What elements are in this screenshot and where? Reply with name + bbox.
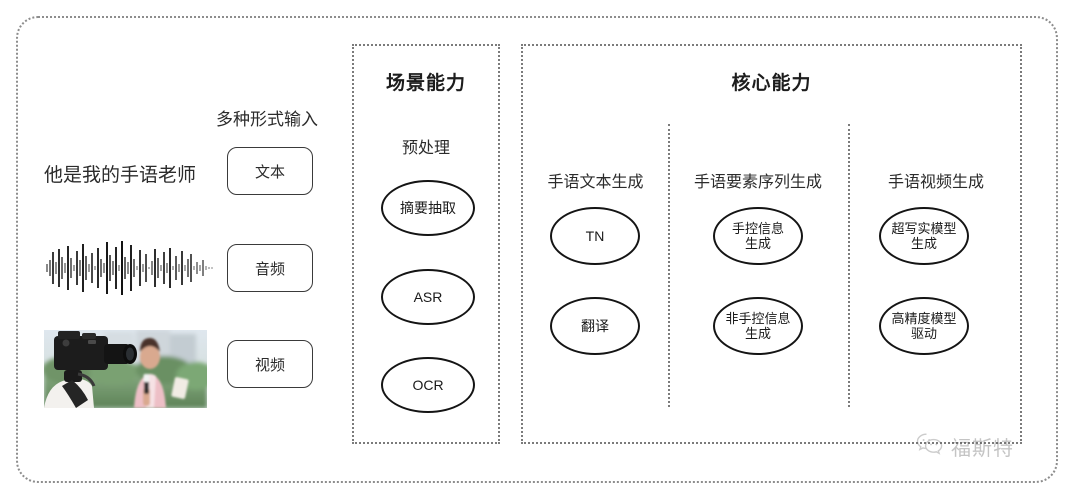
watermark: 福斯特 bbox=[915, 432, 1014, 461]
audio-waveform-icon bbox=[42, 238, 214, 298]
input-type-audio-button[interactable]: 音频 bbox=[227, 244, 313, 292]
scene-node-summary-extraction-label: 摘要抽取 bbox=[400, 199, 456, 216]
scene-node-ocr[interactable]: OCR bbox=[381, 357, 475, 413]
video-thumbnail bbox=[44, 330, 207, 408]
core-node-tn[interactable]: TN bbox=[550, 207, 640, 265]
scene-node-summary-extraction[interactable]: 摘要抽取 bbox=[381, 180, 475, 236]
core-node-high-precision-model-driving[interactable]: 高精度模型 驱动 bbox=[879, 297, 969, 355]
core-node-manual-info-generation-label: 手控信息 生成 bbox=[731, 220, 784, 251]
core-node-high-precision-model-driving-label: 高精度模型 驱动 bbox=[891, 310, 957, 341]
watermark-text: 福斯特 bbox=[951, 438, 1014, 460]
input-type-audio-label: 音频 bbox=[254, 260, 285, 278]
scene-capability-panel: 场景能力 预处理 摘要抽取 ASR OCR bbox=[352, 44, 500, 444]
core-column-3-heading: 手语视频生成 bbox=[887, 174, 984, 191]
scene-capability-title: 场景能力 bbox=[385, 73, 466, 94]
core-node-tn-label: TN bbox=[585, 227, 605, 244]
core-column-2-heading: 手语要素序列生成 bbox=[693, 174, 822, 191]
scene-node-asr-label: ASR bbox=[413, 288, 443, 305]
input-type-video-label: 视频 bbox=[254, 356, 285, 374]
scene-preprocess-heading: 预处理 bbox=[401, 140, 450, 157]
scene-node-asr[interactable]: ASR bbox=[381, 269, 475, 325]
core-column-1-heading: 手语文本生成 bbox=[547, 174, 644, 191]
core-node-translation-label: 翻译 bbox=[581, 317, 609, 334]
core-capability-title: 核心能力 bbox=[731, 73, 812, 94]
input-section-caption: 多种形式输入 bbox=[216, 110, 318, 129]
sample-text-line: 他是我的手语老师 bbox=[44, 165, 197, 186]
core-capability-panel: 核心能力 手语文本生成 TN 翻译 手语要素序列生成 手控信息 生成 非手控信息… bbox=[521, 44, 1022, 444]
core-column-divider-2 bbox=[848, 124, 850, 407]
outer-frame bbox=[16, 16, 1058, 483]
core-node-nonmanual-info-generation[interactable]: 非手控信息 生成 bbox=[713, 297, 803, 355]
core-node-nonmanual-info-generation-label: 非手控信息 生成 bbox=[725, 310, 791, 341]
scene-node-ocr-label: OCR bbox=[412, 376, 444, 393]
core-node-hyperrealistic-model-generation[interactable]: 超写实模型 生成 bbox=[879, 207, 969, 265]
core-node-manual-info-generation[interactable]: 手控信息 生成 bbox=[713, 207, 803, 265]
input-type-text-button[interactable]: 文本 bbox=[227, 147, 313, 195]
wechat-icon bbox=[915, 432, 945, 461]
core-node-translation[interactable]: 翻译 bbox=[550, 297, 640, 355]
core-column-divider-1 bbox=[668, 124, 670, 407]
input-type-video-button[interactable]: 视频 bbox=[227, 340, 313, 388]
core-node-hyperrealistic-model-generation-label: 超写实模型 生成 bbox=[891, 220, 957, 251]
input-type-text-label: 文本 bbox=[254, 163, 285, 181]
